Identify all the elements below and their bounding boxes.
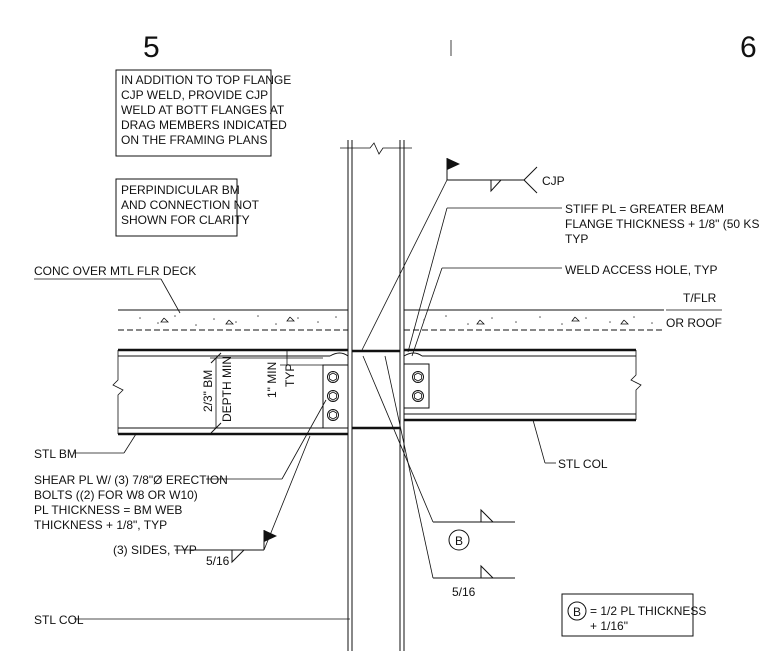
stiff-note-line-3: TYP <box>565 232 588 246</box>
stl-bm-label: STL BM <box>34 447 77 461</box>
concrete-aggregate <box>160 316 629 325</box>
cjp-note-line-4: DRAG MEMBERS INDICATED <box>121 118 287 132</box>
weld-b-fillet-symbol <box>480 508 494 523</box>
b-tag-label: B <box>455 534 463 548</box>
conc-deck-leader <box>160 278 181 314</box>
fillet-weld-symbol <box>231 549 245 564</box>
weld-516-fillet-symbol <box>480 564 494 579</box>
legend-line-2: + 1/16" <box>590 619 628 633</box>
column-top-break <box>340 142 412 155</box>
depth-label-1: 2/3" BM <box>201 370 215 412</box>
right-shear-plate <box>403 363 430 409</box>
perp-note-line-2: AND CONNECTION NOT <box>121 198 260 212</box>
right-beam-break <box>630 350 642 420</box>
cjp-bevel-symbol <box>490 179 502 193</box>
left-shear-plate <box>322 364 349 429</box>
depth-tick-bottom <box>210 422 222 434</box>
min-label-1: 1" MIN <box>265 362 279 398</box>
fillet-field-weld-flag <box>264 530 277 542</box>
legend-b-label: B <box>573 605 581 619</box>
fillet-leader-arrow <box>263 435 311 551</box>
cjp-note-line-5: ON THE FRAMING PLANS <box>121 133 267 147</box>
cjp-field-weld-flag <box>447 158 460 170</box>
or-roof-label: OR ROOF <box>666 316 722 330</box>
shear-note-line-3: PL THICKNESS = BM WEB <box>34 503 182 517</box>
shear-note-line-2: BOLTS ((2) FOR W8 OR W10) <box>34 488 198 502</box>
left-bolts <box>327 371 339 421</box>
cjp-note-line-1: IN ADDITION TO TOP FLANGE <box>121 73 291 87</box>
stiff-leader <box>407 207 448 353</box>
depth-tick-top <box>210 352 222 364</box>
three-sides-label: (3) SIDES, TYP <box>113 543 197 557</box>
shear-leader <box>281 399 327 480</box>
grid-label-right: 6 <box>740 31 757 64</box>
weld-b-leader <box>362 355 434 523</box>
right-weld-access-hole <box>403 352 423 357</box>
grid-label-left: 5 <box>143 31 160 64</box>
weld-size-left: 5/16 <box>206 554 230 568</box>
right-bolts <box>412 371 424 402</box>
cjp-tail-upper <box>523 166 538 181</box>
stl-bm-leader <box>123 433 137 454</box>
legend-box <box>561 593 694 637</box>
left-beam-break <box>112 350 124 434</box>
min-label-2: TYP <box>283 364 297 387</box>
weld-access-label: WELD ACCESS HOLE, TYP <box>565 263 718 277</box>
tflr-label: T/FLR <box>683 291 717 305</box>
concrete-hatch <box>139 315 653 326</box>
b-tag-circle <box>448 529 470 551</box>
cjp-label: CJP <box>542 174 565 188</box>
perp-note-line-1: PERPINDICULAR BM <box>121 183 240 197</box>
weld-access-leader <box>411 267 443 357</box>
cjp-tail-lower <box>523 179 538 194</box>
stl-col-right-label: STL COL <box>558 457 608 471</box>
stl-col-bottom-label: STL COL <box>34 613 84 627</box>
perp-note-box <box>115 178 238 237</box>
cjp-note-line-3: WELD AT BOTT FLANGES AT <box>121 103 285 117</box>
stl-col-right-leader <box>532 419 546 464</box>
shear-note-line-1: SHEAR PL W/ (3) 7/8"Ø ERECTION <box>34 473 228 487</box>
cjp-note-line-2: CJP WELD, PROVIDE CJP <box>121 88 268 102</box>
weld-516-leader <box>384 355 434 579</box>
stiff-note-line-2: FLANGE THICKNESS + 1/8" (50 KSI) <box>565 217 760 231</box>
depth-label-2: DEPTH MIN <box>220 356 234 422</box>
weld-size-right: 5/16 <box>452 585 476 599</box>
perp-note-line-3: SHOWN FOR CLARITY <box>121 213 250 227</box>
legend-line-1: = 1/2 PL THICKNESS <box>590 604 706 618</box>
shear-note-line-4: THICKNESS + 1/8", TYP <box>34 518 167 532</box>
stiff-note-line-1: STIFF PL = GREATER BEAM <box>565 202 724 216</box>
conc-deck-label: CONC OVER MTL FLR DECK <box>34 264 196 278</box>
left-weld-access-hole <box>329 352 349 357</box>
legend-b-circle <box>567 601 587 621</box>
cjp-note-box <box>115 69 272 157</box>
